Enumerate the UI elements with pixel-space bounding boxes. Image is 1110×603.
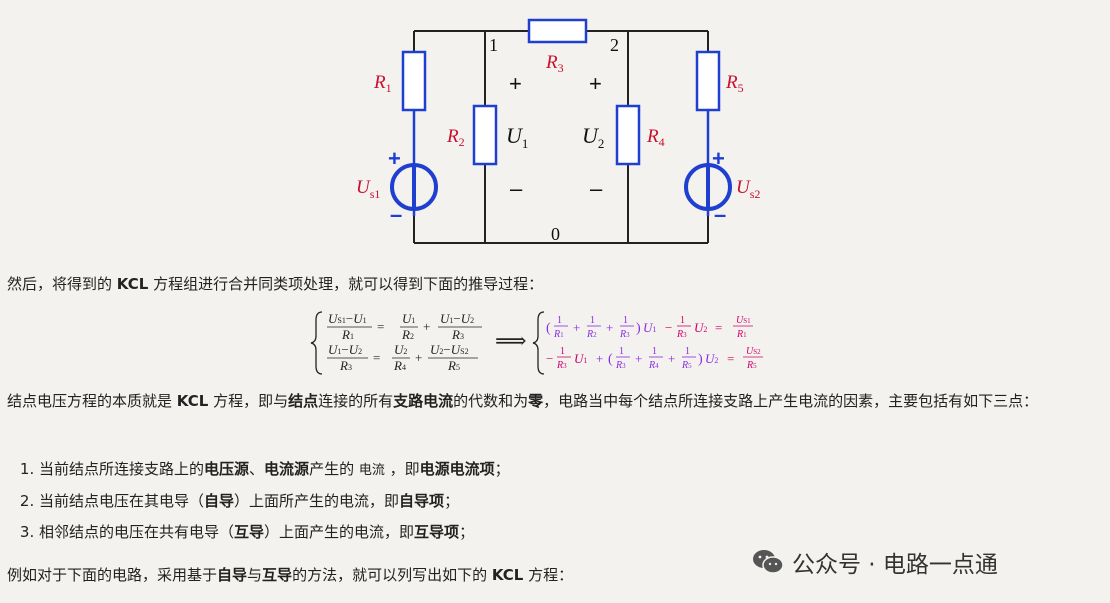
svg-text:U1: U1 [643,320,656,335]
r5-label: R5 [725,72,744,95]
equation-derivation: US1−U1 R1 = U1 R2 + U1−U2 R3 U1−U2 R3 = … [310,311,763,375]
u1-label: U1 [506,123,528,151]
node-2-label: 2 [610,35,619,55]
svg-text:R5: R5 [746,360,757,371]
svg-text:R3: R3 [451,327,464,342]
watermark: 公众号 · 电路一点通 [752,545,998,579]
svg-text:R3: R3 [556,360,567,371]
u2-label: U2 [582,123,604,151]
svg-text:U1: U1 [402,311,415,326]
svg-text:−: − [546,351,553,366]
resistor-r5 [695,50,721,112]
u1-minus-sign: – [510,176,523,201]
svg-text:(: ( [546,321,551,336]
intro-paragraph: 然后，将得到的 KCL 方程组进行合并同类项处理，就可以得到下面的推导过程： [7,275,544,293]
factor-list: 当前结点所连接支路上的电压源、电流源产生的 电流 ，即电源电流项； 当前结点电压… [22,454,510,548]
svg-text:US2: US2 [746,346,761,357]
svg-text:R1: R1 [341,327,354,342]
r4-label: R4 [646,126,665,149]
resistor-r1 [401,50,427,112]
r1-label: R1 [373,72,392,95]
us2-minus-sign: – [714,202,726,227]
svg-text:R1: R1 [553,329,564,340]
svg-text:R3: R3 [339,358,352,373]
svg-text:R3: R3 [615,360,626,371]
svg-text:1: 1 [623,315,628,326]
svg-text:⟹: ⟹ [495,328,527,353]
svg-text:1: 1 [619,346,624,357]
svg-text:1: 1 [557,315,562,326]
us1-plus-sign: + [388,146,401,171]
list-item: 当前结点所连接支路上的电压源、电流源产生的 电流 ，即电源电流项； [39,454,510,486]
svg-text:): ) [698,352,703,367]
svg-text:U2: U2 [394,342,407,357]
node-1-label: 1 [489,35,498,55]
resistor-r4 [615,104,641,166]
us2-plus-sign: + [712,146,725,171]
svg-text:+: + [668,351,675,366]
svg-text:US1: US1 [736,315,751,326]
u1-plus-sign: + [509,71,522,96]
svg-text:+: + [596,351,603,366]
svg-text:U1: U1 [574,351,587,366]
svg-text:U1−U2: U1−U2 [440,311,474,326]
svg-text:=: = [715,320,722,335]
us1-label: Us1 [356,177,380,201]
svg-text:+: + [635,351,642,366]
svg-text:1: 1 [590,315,595,326]
svg-text:U2: U2 [705,351,718,366]
voltage-source-us2 [684,160,732,216]
us1-minus-sign: – [390,202,402,227]
svg-text:R5: R5 [681,360,692,371]
svg-text:U2−US2: U2−US2 [430,342,469,357]
svg-text:R2: R2 [586,329,597,340]
svg-text:R5: R5 [447,358,460,373]
svg-text:=: = [377,319,384,334]
svg-text:1: 1 [680,315,685,326]
resistor-r2 [472,104,498,166]
svg-text:1: 1 [560,346,565,357]
resistor-r3 [527,18,588,44]
svg-text:R4: R4 [648,360,659,371]
list-item: 当前结点电压在其电导（自导）上面所产生的电流，即自导项； [39,486,510,517]
watermark-text: 公众号 · 电路一点通 [792,552,998,578]
svg-text:US1−U1: US1−U1 [328,311,367,326]
r3-label: R3 [545,52,564,75]
svg-text:R3: R3 [676,329,687,340]
svg-text:−: − [665,320,672,335]
svg-text:=: = [727,351,734,366]
u2-plus-sign: + [589,71,602,96]
node-0-label: 0 [551,224,560,244]
svg-text:R1: R1 [736,329,747,340]
svg-text:U1−U2: U1−U2 [328,342,362,357]
u2-minus-sign: – [590,176,603,201]
circuit-diagram: 1 2 0 R1 R2 R3 R4 R5 U1 U2 Us1 Us2 + + –… [356,18,760,244]
svg-text:): ) [636,321,641,336]
svg-text:U2: U2 [694,320,707,335]
explanation-paragraph: 结点电压方程的本质就是 KCL 方程，即与结点连接的所有支路电流的代数和为零，电… [7,392,1039,410]
svg-text:+: + [415,350,422,365]
wechat-icon [753,550,784,574]
svg-text:+: + [573,320,580,335]
svg-text:R3: R3 [619,329,630,340]
svg-text:(: ( [608,352,613,367]
svg-text:R4: R4 [393,358,406,373]
voltage-source-us1 [390,160,438,216]
example-paragraph: 例如对于下面的电路，采用基于自导与互导的方法，就可以列写出如下的 KCL 方程： [7,566,574,584]
svg-text:1: 1 [685,346,690,357]
circuit-wires [412,30,710,244]
svg-text:+: + [423,319,430,334]
list-item: 相邻结点的电压在共有电导（互导）上面产生的电流，即互导项； [39,517,510,548]
r2-label: R2 [446,126,465,149]
svg-text:=: = [373,350,380,365]
svg-text:R2: R2 [401,327,414,342]
svg-text:+: + [606,320,613,335]
svg-text:1: 1 [652,346,657,357]
us2-label: Us2 [736,177,760,201]
